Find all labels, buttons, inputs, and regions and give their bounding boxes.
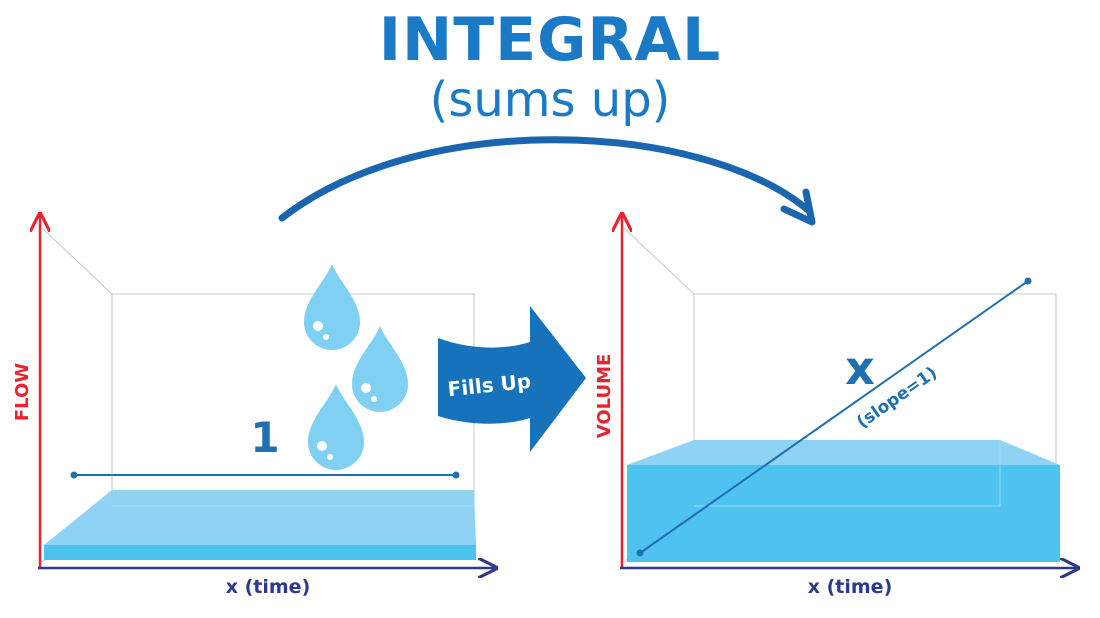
right-panel: VOLUME x (time) x (slope=1) — [594, 216, 1076, 598]
right-x-axis-label: x (time) — [808, 576, 893, 598]
flow-value-label: 1 — [250, 413, 279, 462]
left-panel: FLOW x (time) 1 — [12, 216, 494, 598]
left-water-slab — [44, 490, 476, 560]
slope-line — [636, 277, 1032, 557]
left-y-axis-label: FLOW — [12, 363, 33, 421]
water-drop-icon — [308, 384, 364, 470]
constant-line — [70, 471, 460, 479]
page-title: INTEGRAL — [378, 5, 722, 75]
left-x-axis-label: x (time) — [226, 576, 311, 598]
fills-up-arrow: Fills Up — [438, 306, 586, 452]
right-y-axis-label: VOLUME — [594, 354, 615, 439]
water-drop-icon — [304, 264, 360, 350]
line-x-label: x — [845, 341, 875, 395]
page-subtitle: (sums up) — [429, 72, 671, 128]
water-drop-icon — [352, 326, 408, 412]
curved-arrow-icon — [278, 136, 816, 226]
right-water-block — [627, 440, 1060, 562]
